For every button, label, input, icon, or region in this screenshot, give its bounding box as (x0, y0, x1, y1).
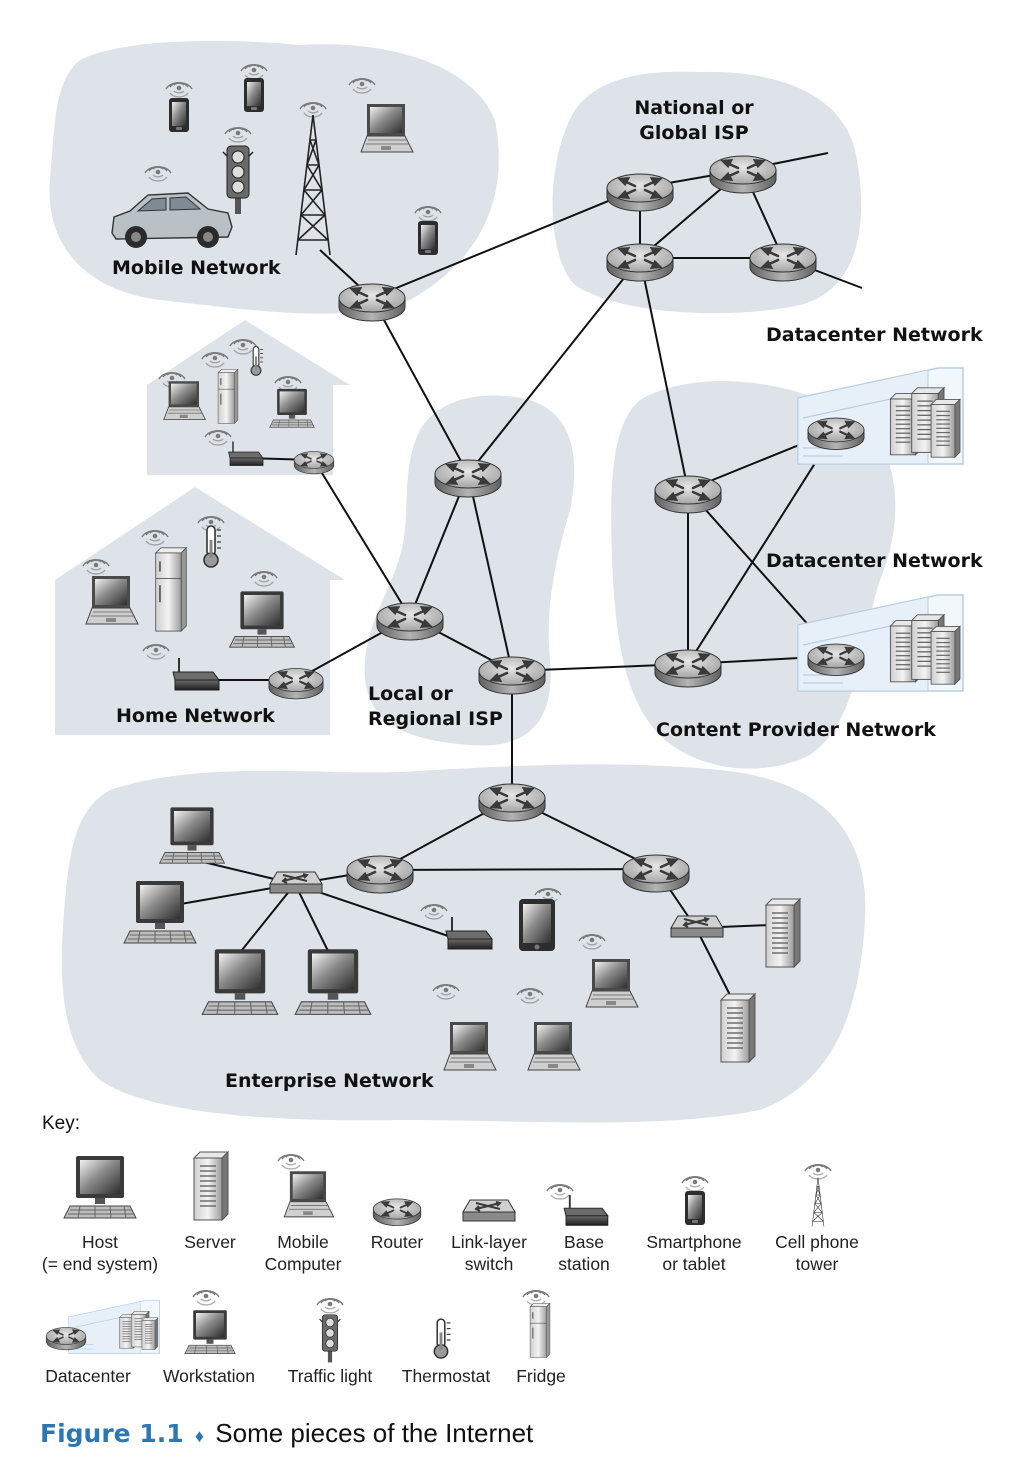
key-title: Key: (42, 1113, 80, 1134)
link-layer-switch-icon[interactable] (269, 871, 323, 894)
router-icon[interactable] (337, 282, 407, 323)
key-label-mobile-computer-line2: Computer (265, 1254, 342, 1274)
mobile-network-label: Mobile Network (112, 257, 281, 279)
router-icon (45, 1326, 87, 1351)
router-icon[interactable] (433, 458, 503, 499)
key-label-host-line2: (= end system) (42, 1254, 158, 1274)
router-icon[interactable] (345, 854, 415, 895)
router-icon[interactable] (267, 667, 325, 700)
key-label-fridge: Fridge (516, 1366, 566, 1386)
key-label-router: Router (371, 1232, 424, 1252)
router-icon[interactable] (708, 154, 778, 195)
smartphone-icon[interactable] (169, 98, 189, 132)
national-isp-label-line1: National or (634, 97, 754, 119)
key-label-cell-tower-line2: tower (796, 1254, 839, 1274)
caption-diamond-icon: ♦ (194, 1426, 205, 1446)
figure-caption: Figure 1.1 ♦ Some pieces of the Internet (40, 1418, 533, 1449)
router-icon[interactable] (477, 655, 547, 696)
key-label-base-station-line1: Base (564, 1232, 604, 1252)
server-icon (193, 1151, 229, 1221)
wireless-waves-icon (192, 1290, 220, 1306)
host-icon (63, 1155, 137, 1219)
wireless-waves-icon (277, 1154, 305, 1170)
enterprise-network-label: Enterprise Network (225, 1070, 434, 1092)
key-label-cell-tower-line1: Cell phone (775, 1232, 859, 1252)
fridge-icon[interactable] (217, 368, 239, 424)
key-label-host-line1: Host (82, 1232, 118, 1252)
router-icon[interactable] (806, 642, 866, 677)
key-label-traffic-light: Traffic light (288, 1366, 373, 1386)
router-icon[interactable] (653, 648, 723, 689)
key-label-thermostat: Thermostat (402, 1366, 491, 1386)
link-layer-switch-icon (462, 1199, 516, 1222)
router-icon[interactable] (621, 853, 691, 894)
datacenter-network-label-1: Datacenter Network (766, 324, 983, 346)
server-icon[interactable] (720, 993, 756, 1063)
key-label-switch-line1: Link-layer (451, 1232, 527, 1252)
key-label-workstation: Workstation (163, 1366, 255, 1386)
key-label-smartphone-line1: Smartphone (646, 1232, 741, 1252)
figure-number: Figure 1.1 (40, 1419, 184, 1448)
datacenter-icon[interactable] (798, 368, 963, 464)
cell-tower-icon (811, 1177, 825, 1227)
wireless-waves-icon (316, 1298, 344, 1314)
server-icon[interactable] (765, 898, 801, 968)
link-layer-switch-icon[interactable] (670, 915, 724, 938)
home-network-region-1 (135, 320, 350, 475)
local-isp-label-line1: Local or (368, 683, 453, 705)
mobile-computer-icon (283, 1170, 335, 1218)
router-icon[interactable] (653, 474, 723, 515)
router-icon[interactable] (605, 172, 675, 213)
router-icon[interactable] (806, 416, 866, 451)
router-icon (372, 1197, 422, 1227)
key-label-base-station-line2: station (558, 1254, 610, 1274)
smartphone-icon (685, 1191, 705, 1225)
thermostat-icon (433, 1318, 452, 1359)
traffic-light-icon (318, 1314, 342, 1363)
key-label-switch-line2: switch (465, 1254, 514, 1274)
workstation-icon (184, 1309, 236, 1354)
base-station-icon (563, 1193, 609, 1227)
router-icon[interactable] (375, 601, 445, 642)
router-icon[interactable] (748, 242, 818, 283)
key-label-smartphone-line2: or tablet (662, 1254, 725, 1274)
local-isp-label-line2: Regional ISP (368, 708, 503, 730)
content-provider-network-label: Content Provider Network (656, 719, 936, 741)
smartphone-icon[interactable] (418, 221, 438, 255)
key-label-server: Server (184, 1232, 236, 1252)
home-network-region-2 (40, 487, 345, 735)
router-icon[interactable] (605, 242, 675, 283)
fridge-icon (529, 1302, 551, 1358)
fridge-icon[interactable] (154, 546, 188, 632)
smartphone-icon[interactable] (244, 78, 264, 112)
wireless-waves-icon (681, 1176, 709, 1192)
datacenter-network-label-2: Datacenter Network (766, 550, 983, 572)
wireless-waves-icon (522, 1290, 550, 1306)
tablet-icon[interactable] (519, 899, 555, 951)
key-label-mobile-computer-line1: Mobile (277, 1232, 329, 1252)
wireless-waves-icon (804, 1164, 832, 1180)
national-isp-label-line2: Global ISP (639, 122, 748, 144)
router-icon[interactable] (477, 782, 547, 823)
router-icon[interactable] (293, 450, 335, 475)
home-network-label: Home Network (116, 705, 275, 727)
key-row-2: Datacenter Workstation Traffic light The… (45, 1290, 566, 1386)
key-row-1: Host (= end system) Server Mobile Comput… (42, 1151, 859, 1274)
figure-caption-text: Some pieces of the Internet (215, 1418, 534, 1448)
key-label-datacenter: Datacenter (45, 1366, 131, 1386)
